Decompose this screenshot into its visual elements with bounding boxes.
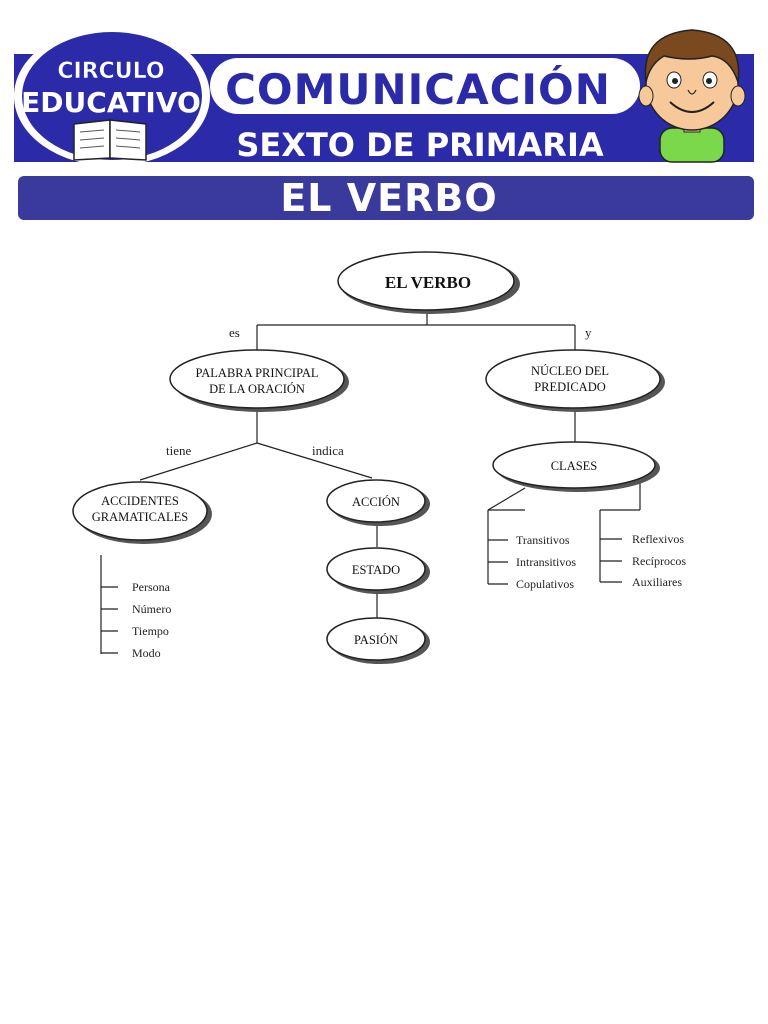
clase-intransitivos: Intransitivos — [516, 555, 576, 569]
subject-pill — [210, 58, 640, 114]
node-accion-label: ACCIÓN — [352, 495, 400, 509]
node-clases-label: CLASES — [551, 459, 598, 473]
node-accidentes-line2: GRAMATICALES — [92, 510, 189, 524]
logo-line1: CIRCULO — [57, 59, 164, 84]
concept-map: EL VERBO es y PALABRA PRINCIPAL DE LA OR… — [72, 251, 686, 664]
list-item-modo: Modo — [132, 646, 161, 660]
boy-mascot-icon — [638, 29, 746, 163]
node-clases: CLASES — [492, 441, 660, 492]
node-accidentes: ACCIDENTES GRAMATICALES — [72, 481, 212, 544]
clase-reflexivos: Reflexivos — [632, 532, 684, 546]
subject-title: COMUNICACIÓN — [225, 64, 611, 114]
node-palabra-line1: PALABRA PRINCIPAL — [195, 366, 318, 380]
node-pasion: PASIÓN — [326, 617, 430, 664]
clase-transitivos: Transitivos — [516, 533, 570, 547]
link-indica: indica — [312, 443, 344, 458]
clase-auxiliares: Auxiliares — [632, 575, 682, 589]
list-item-persona: Persona — [132, 580, 171, 594]
logo-line2: EDUCATIVO — [21, 86, 201, 119]
clase-copulativos: Copulativos — [516, 577, 574, 591]
link-tiene: tiene — [166, 443, 191, 458]
list-item-numero: Número — [132, 602, 171, 616]
node-root-label: EL VERBO — [385, 273, 471, 292]
node-nucleo-line2: PREDICADO — [534, 380, 606, 394]
node-estado: ESTADO — [326, 547, 430, 594]
node-pasion-label: PASIÓN — [354, 633, 398, 647]
topic-bar — [18, 176, 754, 220]
grade-title: SEXTO DE PRIMARIA — [236, 126, 603, 164]
node-nucleo-line1: NÚCLEO DEL — [531, 364, 609, 378]
node-nucleo-predicado: NÚCLEO DEL PREDICADO — [485, 349, 665, 412]
page-header: COMUNICACIÓN SEXTO DE PRIMARIA CIRCULO E… — [14, 26, 754, 220]
clase-reciprocos: Recíprocos — [632, 554, 686, 568]
node-estado-label: ESTADO — [352, 563, 400, 577]
list-item-tiempo: Tiempo — [132, 624, 169, 638]
node-palabra-principal: PALABRA PRINCIPAL DE LA ORACIÓN — [169, 349, 349, 412]
node-palabra-line2: DE LA ORACIÓN — [209, 382, 305, 396]
node-accion: ACCIÓN — [326, 479, 430, 526]
topic-title: EL VERBO — [280, 176, 497, 220]
link-y: y — [585, 325, 592, 340]
book-icon — [73, 119, 147, 161]
node-root: EL VERBO — [337, 251, 520, 314]
logo: CIRCULO EDUCATIVO — [14, 26, 210, 166]
node-accidentes-line1: ACCIDENTES — [101, 494, 179, 508]
link-es: es — [229, 325, 240, 340]
